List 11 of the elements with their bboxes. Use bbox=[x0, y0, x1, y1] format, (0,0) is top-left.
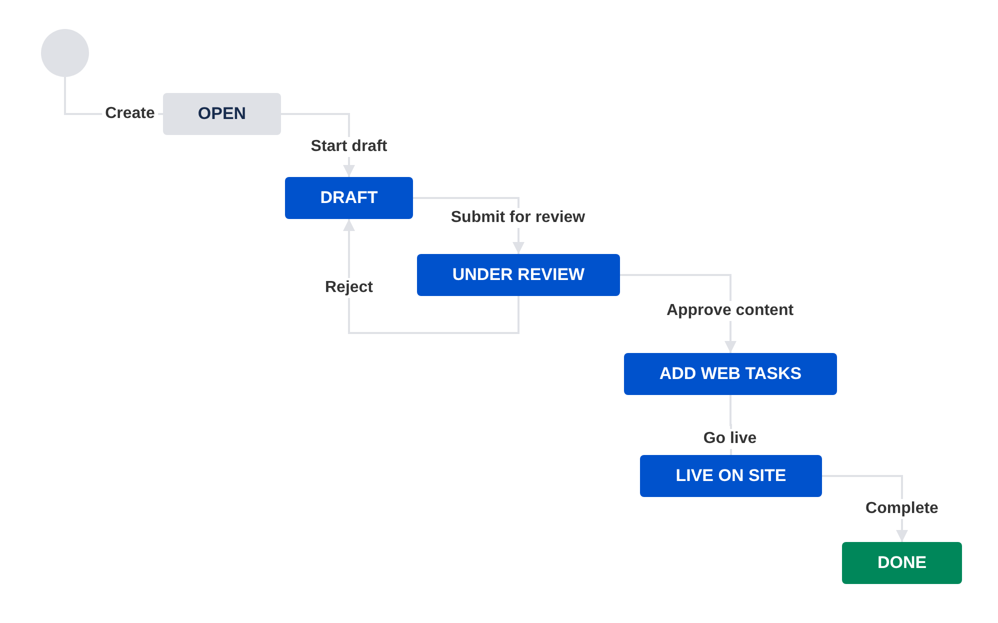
arrow bbox=[343, 219, 520, 334]
status-box: UNDER REVIEW bbox=[417, 254, 620, 296]
status-box: LIVE ON SITE bbox=[640, 455, 822, 497]
arrow bbox=[822, 475, 908, 542]
start-circle bbox=[41, 29, 89, 77]
status-box: DONE bbox=[842, 542, 962, 584]
status-box: DRAFT bbox=[285, 177, 413, 219]
arrow bbox=[413, 197, 524, 254]
status-box: ADD WEB TASKS bbox=[624, 353, 837, 395]
status-box: OPEN bbox=[163, 93, 281, 135]
arrow bbox=[620, 274, 736, 353]
